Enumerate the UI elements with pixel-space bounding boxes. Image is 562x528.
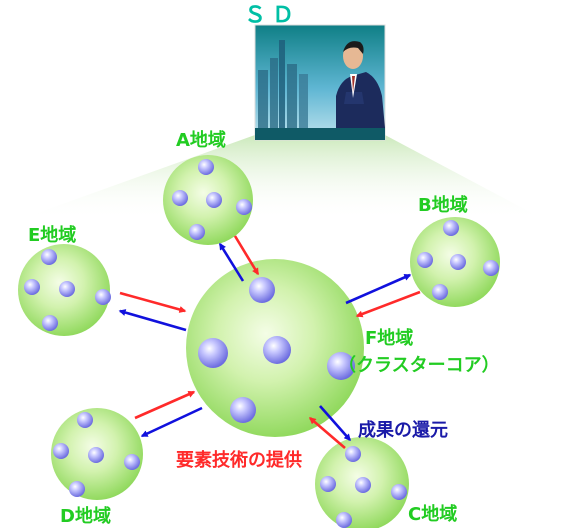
network-node [391, 484, 407, 500]
network-node [432, 284, 448, 300]
provide-arrow-a [233, 235, 260, 276]
network-node [230, 397, 256, 423]
return-arrow-c [319, 405, 351, 442]
network-node [198, 159, 214, 175]
region-label-d: D地域 [60, 505, 111, 527]
node-layer [24, 159, 499, 528]
network-node [59, 281, 75, 297]
provide-arrow-b [355, 290, 421, 318]
provide-arrow-d [134, 390, 196, 420]
provide-arrow-c [308, 417, 346, 449]
return-arrow-b [345, 273, 412, 305]
return-arrow-e [118, 309, 187, 332]
region-label-f-sub: （クラスターコア） [338, 355, 500, 376]
network-node [249, 277, 275, 303]
network-node [41, 249, 57, 265]
network-node [417, 252, 433, 268]
network-node [24, 279, 40, 295]
region-labels: A地域 B地域 E地域 F地域 （クラスターコア） D地域 C地域 要素技術の提… [28, 129, 500, 527]
network-node [124, 454, 140, 470]
network-node [53, 443, 69, 459]
return-arrow-a [218, 242, 245, 282]
network-node [320, 476, 336, 492]
network-node [77, 412, 93, 428]
region-label-a: A地域 [176, 129, 226, 151]
network-node [345, 446, 361, 462]
network-node [189, 224, 205, 240]
header-text: ＳＤ [244, 3, 300, 28]
network-node [336, 512, 352, 528]
network-node [206, 192, 222, 208]
return-arrow-d [140, 406, 203, 438]
region-label-c: C地域 [408, 503, 457, 525]
network-node [450, 254, 466, 270]
network-node [172, 190, 188, 206]
provide-arrow-e [119, 291, 187, 313]
sd-portrait [254, 24, 386, 141]
region-label-e: E地域 [28, 224, 76, 246]
network-node [483, 260, 499, 276]
network-node [443, 220, 459, 236]
network-node [42, 315, 58, 331]
network-node [236, 199, 252, 215]
region-label-b: B地域 [418, 194, 468, 216]
region-label-f: F地域 [365, 327, 413, 349]
view-cone [18, 135, 545, 220]
network-node [198, 338, 228, 368]
network-node [95, 289, 111, 305]
network-node [327, 352, 355, 380]
network-node [355, 477, 371, 493]
provide-label: 要素技術の提供 [176, 449, 302, 471]
network-node [88, 447, 104, 463]
return-label: 成果の還元 [358, 419, 448, 441]
network-node [263, 336, 291, 364]
network-node [69, 481, 85, 497]
flow-arrows [118, 235, 421, 449]
